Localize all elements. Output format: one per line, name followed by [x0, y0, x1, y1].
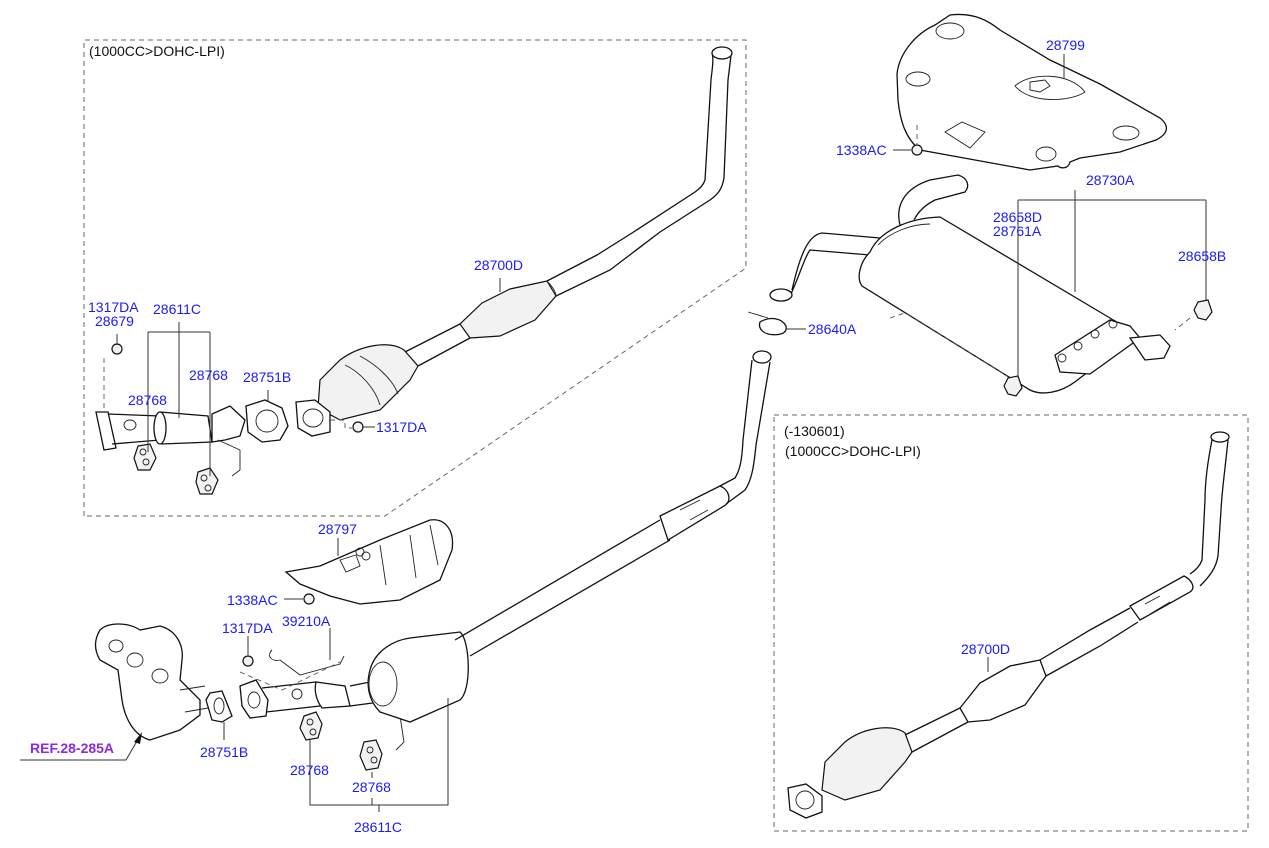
nut-1338AC-top[interactable] [911, 125, 923, 156]
part-label-28700D-top[interactable]: 28700D [474, 257, 524, 273]
part-label-28799[interactable]: 28799 [1046, 37, 1085, 53]
hanger-28768-top-a[interactable] [133, 443, 157, 471]
reference-link-28-285A[interactable]: REF.28-285A [30, 740, 115, 756]
frame-bottom-right [773, 414, 1249, 832]
frame-top-left [83, 39, 747, 517]
hanger-28768-bottom-b[interactable] [359, 739, 383, 771]
hanger-28768-top-b[interactable] [195, 467, 219, 495]
part-label-28751B-bottom[interactable]: 28751B [200, 744, 249, 760]
ref-arrowhead-icon [134, 732, 142, 744]
part-label-1317DA-top-a[interactable]: 1317DA [88, 299, 139, 315]
part-label-28658D[interactable]: 28658D [993, 209, 1043, 225]
part-label-28658B[interactable]: 28658B [1178, 248, 1227, 264]
hanger-28768-bottom-a[interactable] [299, 711, 323, 741]
heat-shield-28799[interactable] [896, 13, 1167, 171]
part-label-28611C-bottom[interactable]: 28611C [354, 819, 403, 835]
part-label-1317DA-top-b[interactable]: 1317DA [376, 419, 427, 435]
frame-note-date: (-130601) [784, 423, 845, 439]
part-label-28679[interactable]: 28679 [95, 313, 134, 329]
pipe-28611C-top[interactable] [95, 405, 246, 477]
clamp-28640A[interactable] [747, 311, 787, 336]
part-label-28611C-top[interactable]: 28611C [153, 301, 202, 317]
part-label-28761A[interactable]: 28761A [993, 223, 1042, 239]
front-pipe-28700D-bottom[interactable] [787, 431, 1230, 819]
pipe-28611C-bottom[interactable] [239, 679, 405, 751]
nut-1338AC-bottom[interactable] [303, 593, 315, 605]
hanger-28658B[interactable] [1174, 299, 1213, 331]
center-muffler[interactable] [367, 350, 772, 723]
nut-1317DA-bottom[interactable] [239, 655, 341, 691]
part-label-28768-top-b[interactable]: 28768 [189, 367, 228, 383]
part-label-28730A[interactable]: 28730A [1086, 172, 1135, 188]
rear-muffler-28730A[interactable] [769, 174, 1171, 394]
part-label-39210A[interactable]: 39210A [282, 613, 331, 629]
frame-note-top-left: (1000CC>DOHC-LPI) [89, 43, 225, 59]
part-label-1338AC-bottom[interactable]: 1338AC [227, 592, 278, 608]
hanger-28658D-28761A[interactable] [1003, 375, 1023, 397]
part-label-28700D-bottom[interactable]: 28700D [961, 641, 1011, 657]
gasket-28751B-top[interactable] [245, 399, 289, 443]
part-label-28751B-top[interactable]: 28751B [243, 369, 292, 385]
part-label-28768-top-a[interactable]: 28768 [128, 392, 167, 408]
part-label-28768-bottom-a[interactable]: 28768 [290, 762, 329, 778]
front-pipe-28700D-top[interactable] [295, 46, 733, 437]
frame-note-bottom-right: (1000CC>DOHC-LPI) [785, 443, 921, 459]
gasket-28751B-bottom[interactable] [205, 690, 233, 723]
ref-leader-line [20, 735, 141, 761]
part-label-1338AC-top[interactable]: 1338AC [836, 142, 887, 158]
bracket-39210A[interactable] [269, 649, 345, 676]
manifold-ref-28-285A[interactable] [94, 623, 209, 741]
part-label-28797[interactable]: 28797 [318, 521, 357, 537]
nut-1317DA-28679-top[interactable] [103, 343, 123, 410]
part-label-1317DA-bottom[interactable]: 1317DA [222, 620, 273, 636]
part-label-28768-bottom-b[interactable]: 28768 [352, 779, 391, 795]
nut-1317DA-top[interactable] [330, 419, 364, 433]
part-label-28640A[interactable]: 28640A [808, 321, 857, 337]
heat-shield-28797[interactable] [284, 519, 454, 605]
